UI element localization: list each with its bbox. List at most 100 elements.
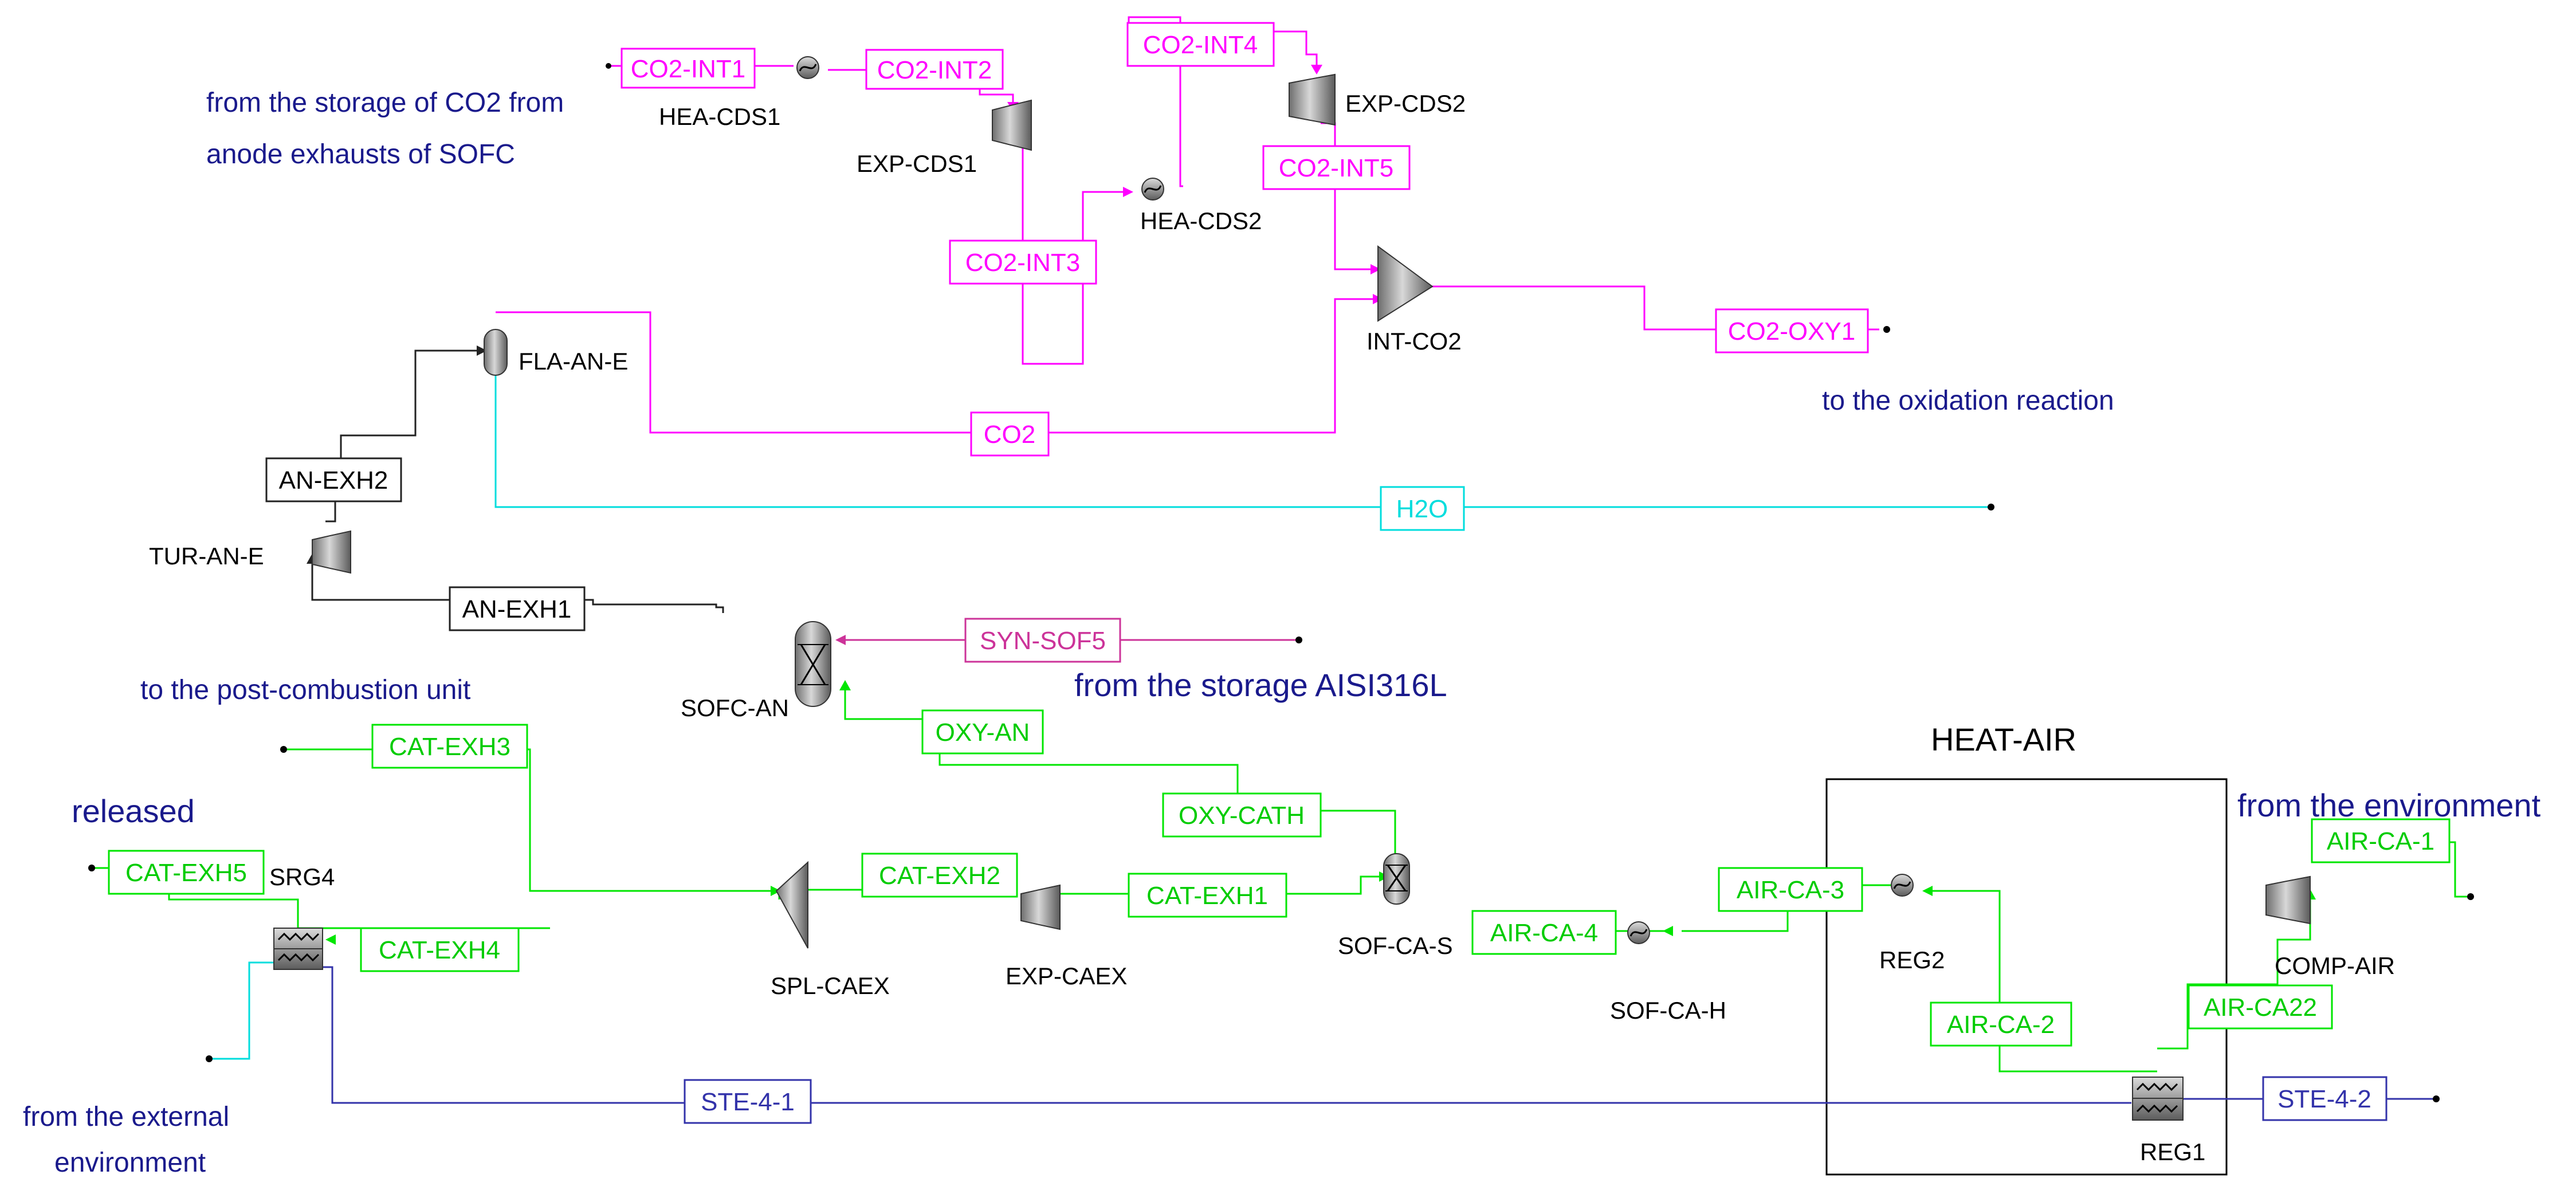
heat-air-title: HEAT-AIR xyxy=(1931,721,2076,757)
sofc-an-block[interactable] xyxy=(795,621,831,707)
cat-exh4-label: CAT-EXH4 xyxy=(379,936,500,964)
srg4-label: SRG4 xyxy=(269,863,335,890)
note-external-line2: environment xyxy=(54,1148,206,1178)
hea-cds2-block[interactable] xyxy=(1141,178,1164,201)
syn-arrowhead xyxy=(835,635,846,645)
cat-exh5-label: CAT-EXH5 xyxy=(125,859,247,887)
co2-int4-stream[interactable]: CO2-INT4 xyxy=(1126,22,1275,67)
exp-cds2-label: EXP-CDS2 xyxy=(1345,90,1466,117)
cat-exh3-stream[interactable]: CAT-EXH3 xyxy=(371,724,528,769)
air-ca-4-stream[interactable]: AIR-CA-4 xyxy=(1471,910,1617,955)
co2-stream[interactable]: CO2 xyxy=(970,411,1050,457)
note-aisi: from the storage AISI316L xyxy=(1074,667,1447,703)
tur-an-e-block[interactable] xyxy=(312,530,351,574)
spl-caex-label: SPL-CAEX xyxy=(771,972,890,999)
co2-oxy1-label: CO2-OXY1 xyxy=(1728,317,1856,345)
cat-exh1-stream[interactable]: CAT-EXH1 xyxy=(1128,873,1287,918)
comp-air-label: COMP-AIR xyxy=(2275,952,2395,979)
exp-cds1-block[interactable] xyxy=(992,99,1032,151)
syn-endpoint xyxy=(1295,637,1302,643)
exp-cds2-block[interactable] xyxy=(1289,73,1336,126)
hea-cds1-label: HEA-CDS1 xyxy=(659,103,780,130)
hea-cds2-label: HEA-CDS2 xyxy=(1140,207,1262,234)
int-co2-block[interactable] xyxy=(1377,245,1434,322)
spl-caex-block[interactable] xyxy=(775,861,808,949)
srg4-block[interactable] xyxy=(273,928,323,970)
comp-air-block[interactable] xyxy=(2265,875,2311,925)
reg2-label: REG2 xyxy=(1879,946,1945,973)
oxy-cath-label: OXY-CATH xyxy=(1179,802,1305,830)
note-co2-storage-line1: from the storage of CO2 from xyxy=(206,88,564,118)
air-ca-3-stream[interactable]: AIR-CA-3 xyxy=(1718,867,1863,912)
h2o-label: H2O xyxy=(1396,495,1448,523)
h2o-stream[interactable]: H2O xyxy=(1380,486,1465,531)
co2-int5-label: CO2-INT5 xyxy=(1279,154,1393,182)
cat-exh3-label: CAT-EXH3 xyxy=(389,733,511,761)
co2-int3-label: CO2-INT3 xyxy=(965,249,1080,277)
ste-4-2-label: STE-4-2 xyxy=(2277,1085,2371,1113)
hea-cds1-block[interactable] xyxy=(796,56,819,79)
reg2-block[interactable] xyxy=(1891,874,1914,897)
note-oxidation: to the oxidation reaction xyxy=(1822,386,2114,416)
anode-arrowheads xyxy=(307,345,487,564)
co2-int1-label: CO2-INT1 xyxy=(631,55,745,83)
air-ca22-stream[interactable]: AIR-CA22 xyxy=(2188,984,2333,1030)
exp-cds1-label: EXP-CDS1 xyxy=(857,150,977,177)
sof-ca-h-label: SOF-CA-H xyxy=(1610,997,1726,1024)
air-ca-1-stream[interactable]: AIR-CA-1 xyxy=(2311,818,2451,863)
note-released: released xyxy=(72,793,195,829)
air-ca22-label: AIR-CA22 xyxy=(2204,993,2317,1022)
co2-int5-stream[interactable]: CO2-INT5 xyxy=(1262,145,1411,190)
an-exh2-label: AN-EXH2 xyxy=(279,466,388,494)
cat-exh4-stream[interactable]: CAT-EXH4 xyxy=(360,927,520,972)
cat-exh2-stream[interactable]: CAT-EXH2 xyxy=(861,853,1018,898)
co2-int4-label: CO2-INT4 xyxy=(1143,31,1258,59)
air-ca-1-label: AIR-CA-1 xyxy=(2327,827,2434,855)
ste-4-1-stream[interactable]: STE-4-1 xyxy=(684,1079,812,1124)
fla-an-e-block[interactable] xyxy=(484,329,508,376)
water-inlet-line xyxy=(212,961,292,1060)
co2-int1-stream[interactable]: CO2-INT1 xyxy=(621,48,756,89)
oxy-cath-stream[interactable]: OXY-CATH xyxy=(1162,792,1322,838)
note-co2-storage-line2: anode exhausts of SOFC xyxy=(206,139,515,170)
exp-caex-label: EXP-CAEX xyxy=(1006,963,1127,989)
note-environment: from the environment xyxy=(2237,787,2541,823)
int-co2-label: INT-CO2 xyxy=(1366,328,1462,355)
an-exh2-stream[interactable]: AN-EXH2 xyxy=(265,457,402,502)
ste-4-2-stream[interactable]: STE-4-2 xyxy=(2262,1076,2387,1121)
sofc-an-label: SOFC-AN xyxy=(681,694,789,721)
reg1-label: REG1 xyxy=(2140,1138,2205,1165)
co2-int2-stream[interactable]: CO2-INT2 xyxy=(865,49,1004,90)
h2o-endpoint xyxy=(1988,504,1994,510)
h2o-line xyxy=(494,338,1988,508)
cat-exh1-label: CAT-EXH1 xyxy=(1146,882,1268,910)
sof-ca-h-block[interactable] xyxy=(1627,921,1650,944)
air-ca-2-stream[interactable]: AIR-CA-2 xyxy=(1930,1001,2072,1047)
sof-ca-s-block[interactable] xyxy=(1383,853,1410,905)
steam-endpoint xyxy=(2433,1095,2440,1102)
air-ca-4-label: AIR-CA-4 xyxy=(1490,919,1598,947)
water-inlet-endpoint xyxy=(206,1055,213,1062)
co2-int3-stream[interactable]: CO2-INT3 xyxy=(949,239,1097,285)
co2-endpoints xyxy=(606,63,1890,333)
an-exh1-stream[interactable]: AN-EXH1 xyxy=(449,586,586,631)
heat-air-box[interactable] xyxy=(1825,778,2228,1176)
ste-4-1-label: STE-4-1 xyxy=(701,1088,795,1116)
fla-an-e-label: FLA-AN-E xyxy=(519,348,628,375)
cat-exh5-stream[interactable]: CAT-EXH5 xyxy=(108,850,265,895)
air-endpoints xyxy=(88,746,2474,900)
cat-exh2-label: CAT-EXH2 xyxy=(879,862,1000,890)
co2-label: CO2 xyxy=(984,421,1035,449)
co2-oxy1-stream[interactable]: CO2-OXY1 xyxy=(1715,308,1869,353)
syn-sof5-stream[interactable]: SYN-SOF5 xyxy=(964,618,1121,663)
note-external-line1: from the external xyxy=(23,1102,229,1132)
tur-an-e-label: TUR-AN-E xyxy=(149,543,264,569)
co2-int2-label: CO2-INT2 xyxy=(877,56,992,84)
reg1-block[interactable] xyxy=(2132,1077,2184,1121)
air-ca-3-label: AIR-CA-3 xyxy=(1737,876,1844,904)
exp-caex-block[interactable] xyxy=(1020,884,1061,930)
air-ca-2-label: AIR-CA-2 xyxy=(1947,1011,2055,1039)
oxy-an-label: OXY-AN xyxy=(936,718,1030,747)
oxy-an-stream[interactable]: OXY-AN xyxy=(921,709,1044,755)
